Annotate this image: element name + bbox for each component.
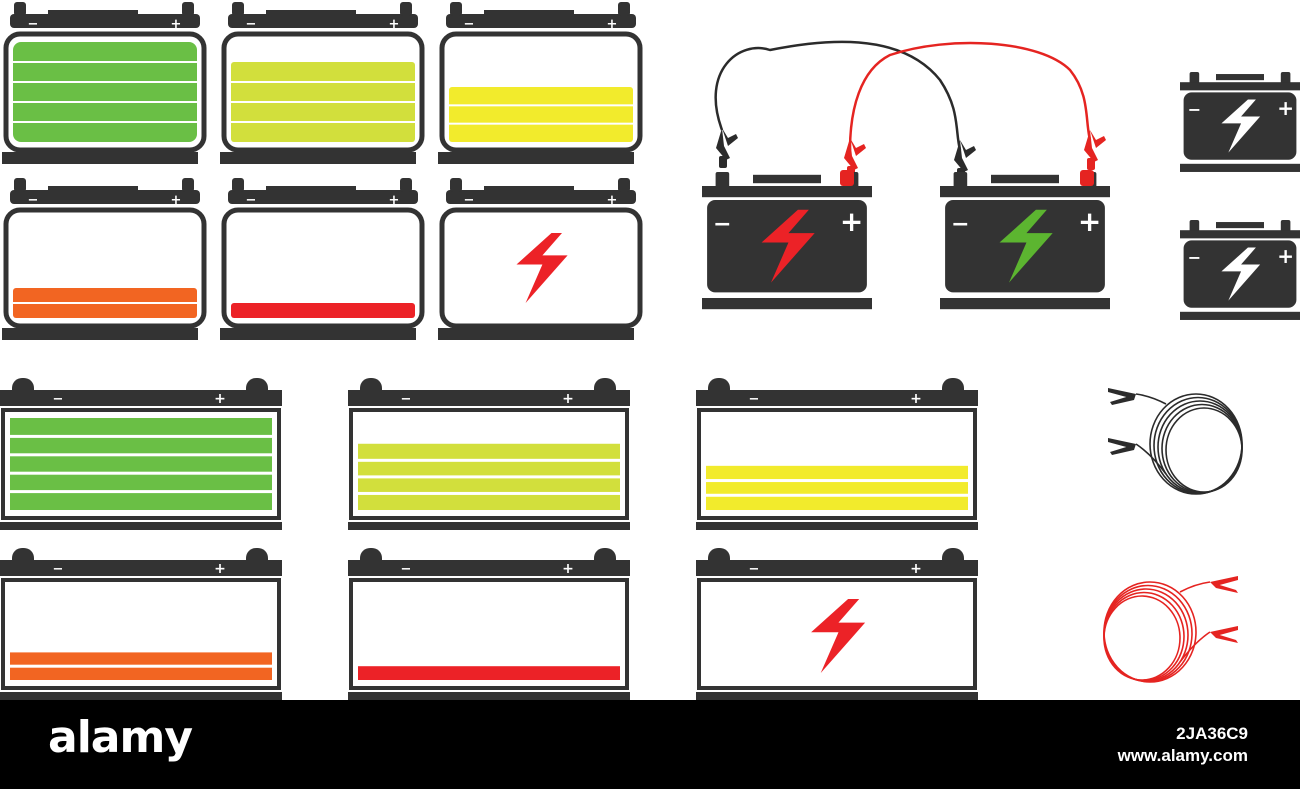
plus-terminal-label: +: [840, 205, 863, 238]
minus-terminal-label: −: [713, 212, 731, 237]
negative-terminal: [14, 178, 26, 192]
minus-terminal-label: −: [464, 193, 475, 208]
plus-terminal-label: +: [1277, 96, 1294, 120]
positive-terminal: [400, 178, 412, 192]
minus-terminal-label: −: [28, 193, 39, 208]
negative-terminal: [450, 178, 462, 192]
dead-battery: −+: [702, 172, 872, 310]
battery-icon-set: −+−+−+−+−+−+ −+−+−+−+−+−+ −+−+ −+−+: [0, 2, 1300, 700]
lightning-bolt-icon: [761, 209, 815, 283]
minus-terminal-label: −: [53, 562, 64, 577]
battery-wide-3: −+: [696, 378, 978, 530]
positive-terminal: [182, 178, 194, 192]
minus-terminal-label: −: [401, 392, 412, 407]
positive-terminal: [400, 2, 412, 16]
clamp-icon: [1210, 576, 1238, 586]
dark-battery-icon-2: −+: [1180, 220, 1300, 320]
minus-terminal-label: −: [951, 212, 969, 237]
charge-level-fill: [706, 465, 968, 510]
minus-terminal-label: −: [749, 562, 760, 577]
minus-terminal-label: −: [28, 17, 39, 32]
battery-wide-1: −+: [0, 378, 282, 530]
plus-terminal-label: +: [214, 391, 226, 407]
battery-small-2: −+: [220, 2, 425, 164]
positive-terminal: [618, 2, 630, 16]
positive-terminal: [1280, 220, 1291, 233]
positive-terminal: [182, 2, 194, 16]
battery-wide-2: −+: [348, 378, 630, 530]
plus-terminal-label: +: [389, 17, 400, 32]
black-jumper-cable: [714, 40, 962, 151]
battery-wide-4: −+: [0, 548, 282, 700]
negative-terminal: [1189, 220, 1200, 233]
plus-terminal-label: +: [562, 391, 574, 407]
clamp-icon: [1108, 388, 1136, 398]
negative-terminal: [232, 2, 244, 16]
negative-terminal: [232, 178, 244, 192]
minus-terminal-label: −: [1188, 248, 1201, 267]
battery-small-3: −+: [438, 2, 643, 164]
battery-small-4: −+: [2, 178, 207, 340]
plus-terminal-label: +: [562, 561, 574, 577]
minus-terminal-label: −: [1188, 100, 1201, 119]
charge-level-fill: [10, 418, 272, 510]
lightning-bolt-icon: [516, 233, 568, 303]
red-cable-coil: [1103, 576, 1238, 683]
plus-terminal-label: +: [1078, 205, 1101, 238]
charge-level-fill: [358, 666, 620, 680]
charge-level-fill: [231, 303, 415, 318]
plus-terminal-label: +: [171, 193, 182, 208]
plus-terminal-label: +: [171, 17, 182, 32]
plus-terminal-label: +: [389, 193, 400, 208]
stock-site-url: www.alamy.com: [1117, 746, 1248, 765]
plus-terminal-label: +: [1277, 244, 1294, 268]
red-jumper-cable: [848, 41, 1092, 151]
positive-terminal: [1280, 72, 1291, 85]
plus-terminal-label: +: [607, 193, 618, 208]
dark-battery-icon-1: −+: [1180, 72, 1300, 172]
negative-terminal: [953, 172, 968, 189]
negative-terminal: [1189, 72, 1200, 85]
clamp-icon: [1108, 438, 1136, 448]
lightning-bolt-icon: [1221, 247, 1261, 301]
donor-battery: −+: [940, 172, 1110, 310]
lightning-bolt-icon: [999, 209, 1053, 283]
battery-wide-5: −+: [348, 548, 630, 700]
minus-terminal-label: −: [749, 392, 760, 407]
black-clamp-icon: [716, 128, 738, 168]
positive-terminal: [618, 178, 630, 192]
plus-terminal-label: +: [910, 561, 922, 577]
plus-terminal-label: +: [214, 561, 226, 577]
image-id: 2JA36C9: [1176, 724, 1248, 743]
footer-bar: alamy 2JA36C9 www.alamy.com: [0, 700, 1300, 789]
negative-terminal: [715, 172, 730, 189]
minus-terminal-label: −: [246, 17, 257, 32]
lightning-bolt-icon: [1221, 99, 1261, 153]
negative-terminal: [14, 2, 26, 16]
black-cable-coil: [1108, 388, 1243, 495]
red-clamp-icon: [1084, 130, 1106, 170]
brand-logo: alamy: [48, 712, 193, 763]
battery-small-5: −+: [220, 178, 425, 340]
minus-terminal-label: −: [246, 193, 257, 208]
clamp-icon: [1210, 626, 1238, 636]
minus-terminal-label: −: [401, 562, 412, 577]
plus-terminal-label: +: [607, 17, 618, 32]
battery-small-1: −+: [2, 2, 207, 164]
minus-terminal-label: −: [464, 17, 475, 32]
plus-terminal-label: +: [910, 391, 922, 407]
minus-terminal-label: −: [53, 392, 64, 407]
negative-terminal: [450, 2, 462, 16]
lightning-bolt-icon: [811, 599, 866, 673]
battery-wide-6: −+: [696, 548, 978, 700]
charge-level-fill: [449, 87, 633, 142]
battery-small-6: −+: [438, 178, 643, 340]
jump-start-scene: −+−+: [702, 40, 1110, 310]
charge-level-fill: [13, 42, 197, 142]
